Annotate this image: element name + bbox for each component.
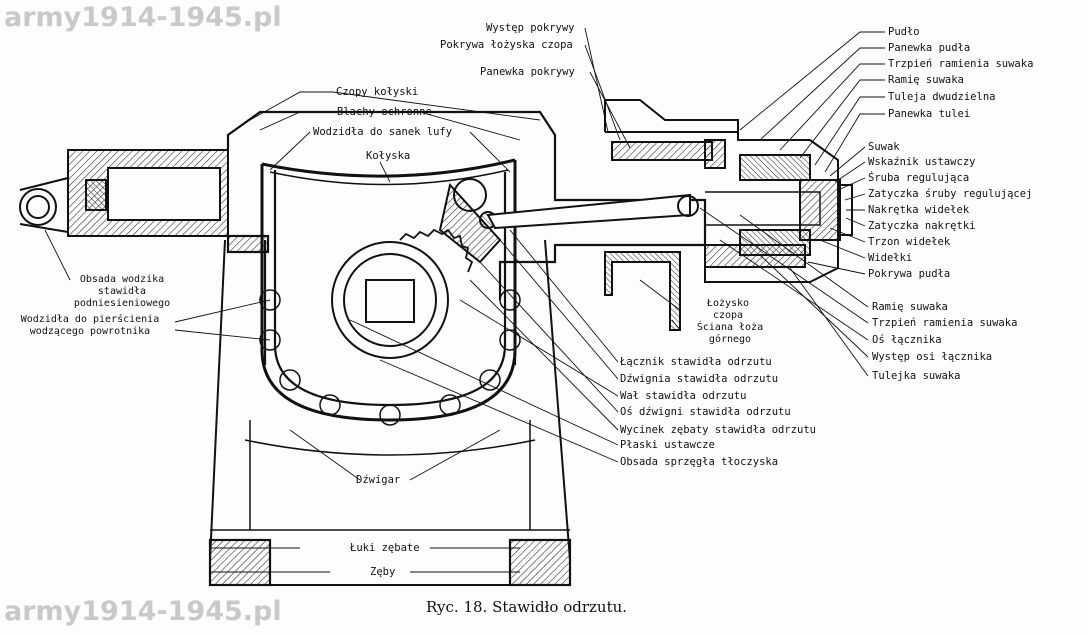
label-wystep-pokrywy: Występ pokrywy	[486, 22, 575, 34]
label-obsada-wodzika: Obsada wodzika stawidła podniesieniowego	[62, 274, 182, 310]
label-wodzidla-sanek: Wodzidła do sanek lufy	[313, 126, 453, 138]
label-suwak: Suwak	[868, 141, 900, 153]
label-plaski: Płaski ustawcze	[620, 439, 715, 451]
label-wodzidla-pierscienia-line1: Wodzidła do pierścienia	[20, 314, 160, 325]
label-czopy-kolyski: Czopy kołyski	[336, 86, 419, 98]
watermark-top: army1914-1945.pl	[4, 2, 282, 33]
figure-caption: Ryc. 18. Stawidło odrzutu.	[426, 598, 628, 616]
label-os-lacznika: Oś łącznika	[872, 334, 942, 346]
main-frame	[208, 110, 707, 587]
label-nakretka-widelek: Nakrętka widełek	[868, 204, 970, 216]
label-tulejka-suwaka: Tulejka suwaka	[872, 370, 961, 382]
label-tuleja-dwudzielna: Tuleja dwudzielna	[888, 91, 996, 103]
label-lacznik: Łącznik stawidła odrzutu	[620, 356, 772, 368]
label-trzpien-ramienia-top: Trzpień ramienia suwaka	[888, 58, 1034, 70]
label-dzwigar: Dźwigar	[356, 474, 401, 486]
label-pudlo: Pudło	[888, 26, 920, 38]
label-lozysko-czopa: Łożysko czopa	[698, 298, 758, 322]
label-blachy-ochronne: Blachy ochronne	[337, 106, 432, 118]
label-dzwignia: Dźwignia stawidła odrzutu	[620, 373, 779, 385]
label-wycinek: Wycinek zębaty stawidła odrzutu	[620, 424, 816, 436]
label-panewka-pokrywy: Panewka pokrywy	[480, 66, 575, 78]
label-zeby: Zęby	[370, 566, 396, 578]
label-sciana-loza-line2: górnego	[708, 334, 752, 345]
label-widelki: Widełki	[868, 252, 913, 264]
label-panewka-tulei: Panewka tulei	[888, 108, 971, 120]
label-wodzidla-pierscienia: Wodzidła do pierścienia wodzącego powrot…	[2, 314, 178, 338]
label-trzpien-ramienia-bottom: Trzpień ramienia suwaka	[872, 317, 1018, 329]
right-housing	[604, 99, 853, 283]
label-sruba-regulujaca: Śruba regulująca	[868, 172, 970, 184]
label-zatyczka-nakretki: Zatyczka nakrętki	[868, 220, 976, 232]
label-obsada-wodzika-line2: stawidła	[97, 286, 147, 297]
label-lozysko-czopa-line1: Łożysko	[706, 298, 750, 309]
left-guide-housing	[19, 149, 229, 237]
watermark-bottom: army1914-1945.pl	[4, 596, 282, 627]
label-ramie-suwaka-top: Ramię suwaka	[888, 74, 964, 86]
label-wskaznik-ustawczy: Wskaźnik ustawczy	[868, 156, 976, 168]
label-wal: Wał stawidła odrzutu	[620, 390, 747, 402]
label-zatyczka-sruby: Zatyczka śruby regulującej	[868, 188, 1033, 200]
label-pokrywa-lozyska-czopa: Pokrywa łożyska czopa	[440, 39, 573, 51]
label-obsada-sprzegla: Obsada sprzęgła tłoczyska	[620, 456, 779, 468]
label-trzon-widelek: Trzon widełek	[868, 236, 951, 248]
label-panewka-pudla: Panewka pudła	[888, 42, 971, 54]
label-obsada-wodzika-line3: podniesieniowego	[73, 298, 171, 309]
leader-lines	[44, 27, 885, 573]
balls-chain	[259, 289, 521, 426]
bearing-bracket	[604, 251, 681, 331]
label-kolyska: Kołyska	[366, 150, 411, 162]
label-pokrywa-pudla: Pokrywa pudła	[868, 268, 951, 280]
label-ramie-suwaka-bottom: Ramię suwaka	[872, 301, 948, 313]
label-luki-zebate: Łuki zębate	[350, 542, 420, 554]
label-sciana-loza-line1: Ściana łoża	[696, 322, 764, 333]
label-wodzidla-pierscienia-line2: wodzącego powrotnika	[29, 326, 151, 337]
label-obsada-wodzika-line1: Obsada wodzika	[79, 274, 165, 285]
toothed-wheel	[331, 228, 474, 359]
label-os-dzwigni: Oś dźwigni stawidła odrzutu	[620, 406, 791, 418]
label-sciana-loza: Ściana łoża górnego	[690, 322, 770, 346]
label-wystep-osi-lacznika: Występ osi łącznika	[872, 351, 993, 363]
lever-mechanism	[438, 178, 699, 264]
label-lozysko-czopa-line2: czopa	[712, 310, 744, 321]
